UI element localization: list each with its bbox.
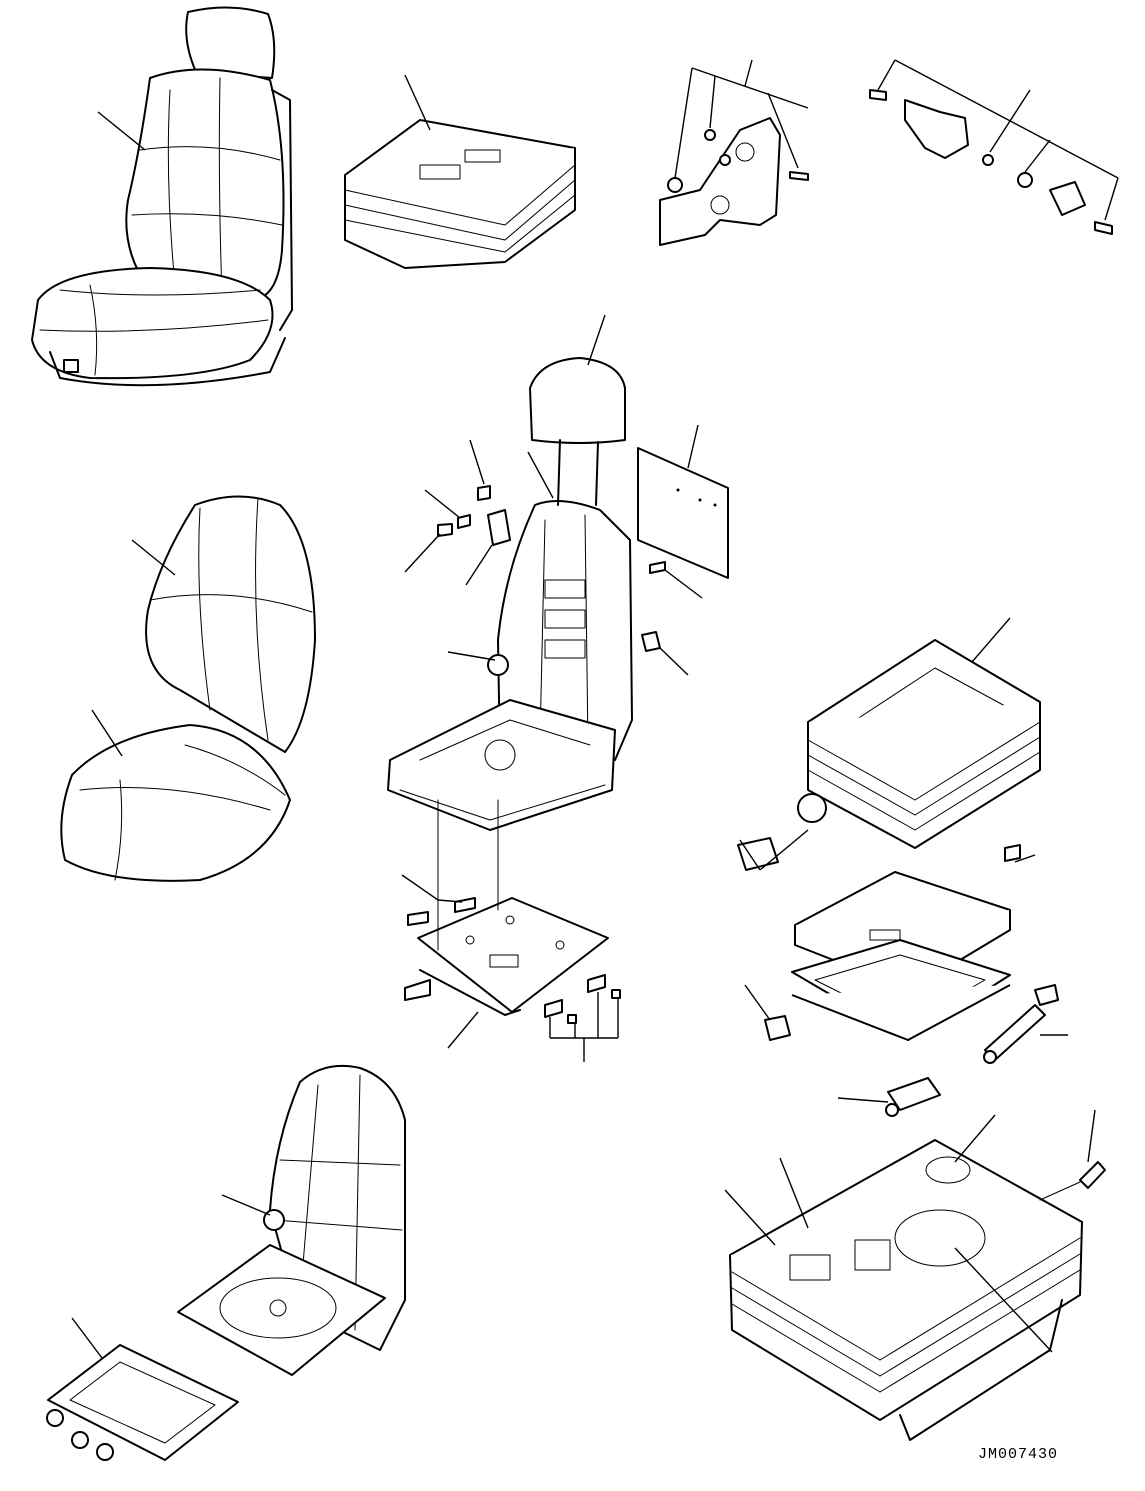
suspension-mechanism xyxy=(744,871,1011,1041)
actuator-parts xyxy=(737,793,827,871)
seat-covers xyxy=(60,495,316,882)
drawing-code: JM007430 xyxy=(978,1446,1059,1463)
side-bracket xyxy=(659,59,809,246)
slide-plate xyxy=(401,799,621,1062)
suspension-unit-top xyxy=(344,74,576,269)
headrest xyxy=(529,314,626,506)
frame-fasteners xyxy=(404,439,703,676)
seat-frame xyxy=(387,451,633,831)
back-panel xyxy=(637,424,729,579)
damper xyxy=(837,984,1068,1117)
suspension-base xyxy=(724,1109,1106,1441)
bellows-cover xyxy=(807,617,1041,863)
frame-variant xyxy=(46,1064,406,1461)
seat-assembly xyxy=(31,6,293,387)
lever-assembly xyxy=(869,59,1119,235)
